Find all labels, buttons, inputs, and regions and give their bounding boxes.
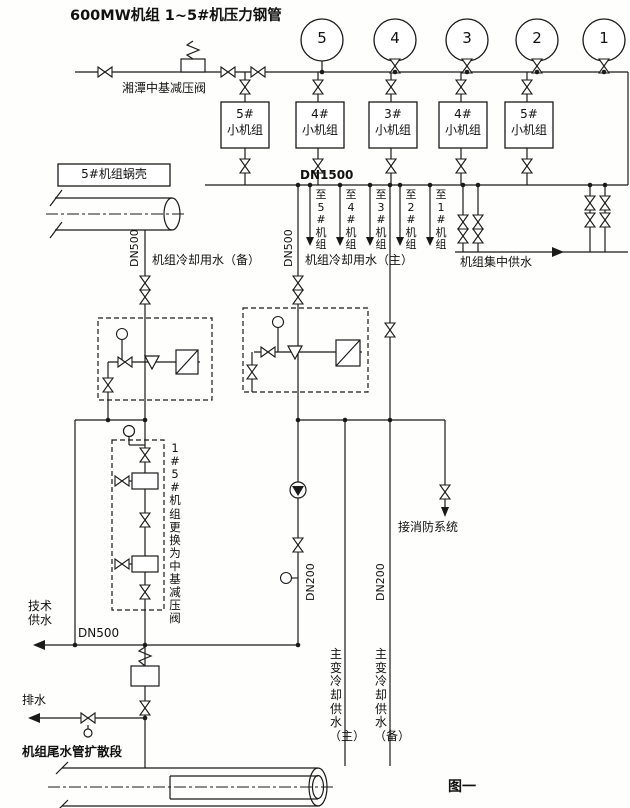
penstock-number: 5 bbox=[317, 29, 327, 47]
gate-valve-icon bbox=[246, 364, 258, 380]
diagram-title: 600MW机组 1~5#机压力钢管 bbox=[70, 8, 282, 24]
drain-label: 排水 bbox=[22, 693, 47, 707]
small-unit-num: 5# bbox=[236, 107, 254, 121]
gate-valve-icon bbox=[455, 158, 467, 174]
gate-valve-icon bbox=[472, 228, 484, 244]
central-supply-arrow bbox=[552, 247, 564, 257]
gate-valve-icon bbox=[455, 79, 467, 95]
dn500-backup-label: DN500 bbox=[128, 229, 141, 267]
small-unit-name: 小机组 bbox=[226, 123, 263, 137]
small-unit-box bbox=[438, 101, 488, 149]
gate-valve-icon bbox=[139, 289, 151, 305]
gate-valve-icon bbox=[472, 214, 484, 230]
unit-shapes bbox=[57, 18, 626, 187]
gate-valve-icon bbox=[139, 584, 151, 600]
valves bbox=[80, 58, 611, 724]
small-unit-name: 小机组 bbox=[510, 123, 547, 137]
penstock-circle bbox=[300, 18, 344, 62]
gate-valve-icon bbox=[239, 79, 251, 95]
dn1500-label: DN1500 bbox=[300, 168, 354, 182]
to-unit-label: 至5#机组 bbox=[315, 188, 327, 252]
pressure-gauge-icon bbox=[271, 315, 285, 329]
penstock-number: 2 bbox=[532, 29, 542, 47]
gate-valve-icon bbox=[599, 212, 611, 228]
gate-valve-icon bbox=[521, 79, 533, 95]
gate-valve-icon bbox=[584, 195, 596, 211]
gate-valve-icon bbox=[292, 289, 304, 305]
small-unit-name: 小机组 bbox=[444, 123, 481, 137]
penstock-number: 3 bbox=[462, 29, 472, 47]
gate-valve-icon bbox=[457, 228, 469, 244]
pump-icon bbox=[292, 486, 304, 496]
gate-valve-icon bbox=[139, 275, 151, 291]
gate-valve-icon bbox=[114, 475, 130, 487]
gate-valve-icon bbox=[97, 66, 113, 78]
dn500-bottom-label: DN500 bbox=[78, 626, 120, 640]
volute-label-box bbox=[57, 163, 171, 187]
gate-valve-icon bbox=[292, 275, 304, 291]
tech-supply-label: 技术供水 bbox=[27, 599, 52, 627]
to-unit-label: 至1#机组 bbox=[435, 188, 447, 252]
gate-valve-icon bbox=[260, 346, 276, 358]
penstock-number: 4 bbox=[390, 29, 400, 47]
tech-supply-arrow bbox=[33, 640, 45, 650]
gate-valve-icon bbox=[117, 356, 133, 368]
small-unit-name: 小机组 bbox=[374, 123, 411, 137]
gate-valve-icon bbox=[139, 700, 151, 716]
small-unit-box bbox=[368, 101, 418, 149]
draft-tube-label: 机组尾水管扩散段 bbox=[22, 744, 123, 759]
figure-caption: 图一 bbox=[448, 779, 476, 795]
gate-valve-icon bbox=[139, 512, 151, 528]
penstock-number: 1 bbox=[599, 29, 609, 47]
gate-valve-icon bbox=[584, 212, 596, 228]
gate-valve-icon bbox=[439, 484, 451, 500]
flow-arrows bbox=[28, 237, 564, 723]
fire-arrow bbox=[441, 507, 449, 517]
dn200-main-label: DN200 bbox=[304, 563, 317, 601]
central-supply-label: 机组集中供水 bbox=[460, 255, 533, 269]
gate-valve-icon bbox=[80, 712, 96, 724]
fire-system-label: 接消防系统 bbox=[398, 520, 459, 534]
transformer-backup-label: 主变冷却供水（备） bbox=[374, 647, 411, 744]
small-unit-num: 4# bbox=[454, 107, 472, 121]
cooling-backup-label: 机组冷却用水（备） bbox=[152, 253, 261, 267]
small-unit-box bbox=[295, 101, 345, 149]
to-unit-label: 至3#机组 bbox=[375, 188, 387, 252]
gate-valve-icon bbox=[312, 79, 324, 95]
gate-valve-icon bbox=[102, 377, 114, 393]
dn500-main-label: DN500 bbox=[282, 229, 295, 267]
dn200-backup-label: DN200 bbox=[374, 563, 387, 601]
to-unit-label: 至4#机组 bbox=[345, 188, 357, 252]
gate-valve-icon bbox=[139, 447, 151, 463]
prv-label: 湘潭中基减压阀 bbox=[122, 81, 207, 95]
gate-valve-icon bbox=[385, 158, 397, 174]
gate-valve-icon bbox=[385, 79, 397, 95]
pressure-gauge-icon bbox=[279, 571, 293, 585]
gate-valve-icon bbox=[521, 158, 533, 174]
gate-valve-icon bbox=[250, 66, 266, 78]
small-unit-box bbox=[220, 101, 270, 149]
gate-valve-icon bbox=[239, 158, 251, 174]
junction-dots bbox=[72, 69, 608, 721]
cooling-main-label: 机组冷却用水（主） bbox=[305, 253, 414, 267]
small-unit-num: 3# bbox=[384, 107, 402, 121]
gate-valve-icon bbox=[292, 537, 304, 553]
gate-valve-icon bbox=[114, 558, 130, 570]
transformer-main-label: 主变冷却供水（主） bbox=[329, 647, 366, 744]
volute-label: 5#机组蜗壳 bbox=[81, 167, 147, 181]
drain-arrow bbox=[28, 713, 40, 723]
small-unit-box bbox=[504, 101, 554, 149]
gate-valve-icon bbox=[384, 322, 396, 338]
small-unit-name: 小机组 bbox=[301, 123, 338, 137]
replace-note: 1#5#机组更换为中基减压阀 bbox=[169, 441, 181, 626]
gate-valve-icon bbox=[599, 195, 611, 211]
small-unit-num: 5# bbox=[520, 107, 538, 121]
to-unit-label: 至2#机组 bbox=[405, 188, 417, 252]
gate-valve-icon bbox=[220, 66, 236, 78]
gate-valve-icon bbox=[457, 214, 469, 230]
pressure-gauge-icon bbox=[115, 327, 129, 341]
small-unit-num: 4# bbox=[311, 107, 329, 121]
